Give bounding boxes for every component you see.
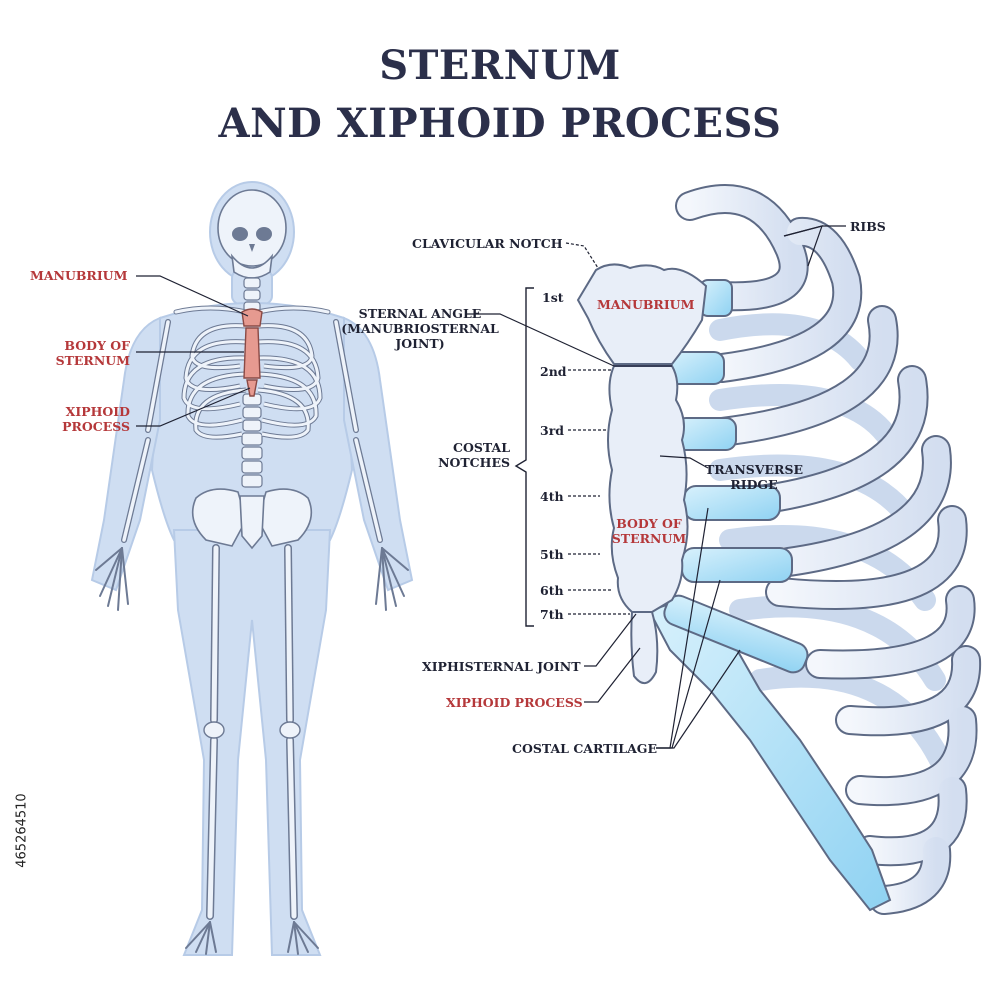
label-line: NOTCHES xyxy=(438,455,510,470)
skull xyxy=(217,189,287,279)
notch-dashes xyxy=(565,242,630,615)
ribs-fill xyxy=(677,186,980,913)
label-line: STERNUM xyxy=(611,531,687,546)
notch-7th: 7th xyxy=(540,607,564,622)
hand-bones xyxy=(95,547,409,611)
body-figure xyxy=(90,181,414,956)
label-manubrium-detail: MANUBRIUM xyxy=(597,297,695,312)
label-xiphoid-process-body: XIPHOID PROCESS xyxy=(30,404,130,434)
label-line: COSTAL xyxy=(453,440,510,455)
notch-6th: 6th xyxy=(540,583,564,598)
label-line: BODY OF xyxy=(616,516,682,531)
notch-1st: 1st xyxy=(542,290,564,305)
title-line-1: STERNUM xyxy=(379,42,621,89)
title-line-2: AND XIPHOID PROCESS xyxy=(218,100,782,147)
label-costal-cartilage: COSTAL CARTILAGE xyxy=(512,741,657,756)
label-line: BODY OF xyxy=(64,338,130,353)
ribcage-detail xyxy=(576,184,982,915)
notch-bracket xyxy=(514,287,534,627)
label-line: JOINT) xyxy=(395,336,445,351)
label-line: RIDGE xyxy=(730,477,778,492)
notch-4th: 4th xyxy=(540,489,564,504)
foot-bones xyxy=(185,921,319,955)
label-body-of-sternum-body: BODY OF STERNUM xyxy=(30,338,130,368)
label-transverse-ridge: TRANSVERSE RIDGE xyxy=(704,462,804,492)
label-line: TRANSVERSE xyxy=(704,462,803,477)
label-ribs: RIBS xyxy=(850,219,886,234)
label-line: PROCESS xyxy=(62,419,130,434)
label-xiphoid-process-detail: XIPHOID PROCESS xyxy=(446,695,583,710)
notch-5th: 5th xyxy=(540,547,564,562)
spine xyxy=(241,277,263,488)
sternum xyxy=(576,263,708,684)
stock-id: 465264510 xyxy=(10,765,32,905)
stock-id-text: 465264510 xyxy=(14,793,30,868)
left-leader-lines xyxy=(136,275,251,427)
label-line: STERNUM xyxy=(55,353,130,368)
pelvis xyxy=(191,488,313,550)
label-line: XIPHOID xyxy=(65,404,130,419)
label-manubrium-body: MANUBRIUM xyxy=(30,268,128,283)
sternum-highlight xyxy=(241,308,263,397)
label-costal-notches: COSTAL NOTCHES xyxy=(426,440,510,470)
label-clavicular-notch: CLAVICULAR NOTCH xyxy=(412,236,563,251)
label-sternal-angle: STERNAL ANGLE (MANUBRIOSTERNAL JOINT) xyxy=(340,306,500,351)
notch-3rd: 3rd xyxy=(540,423,565,438)
label-xiphisternal-joint: XIPHISTERNAL JOINT xyxy=(422,659,581,674)
label-body-of-sternum-detail: BODY OF STERNUM xyxy=(604,516,694,546)
label-line: (MANUBRIOSTERNAL xyxy=(341,321,499,336)
right-leader-lines xyxy=(466,225,846,749)
label-line: STERNAL ANGLE xyxy=(358,306,482,321)
notch-2nd: 2nd xyxy=(540,364,567,379)
